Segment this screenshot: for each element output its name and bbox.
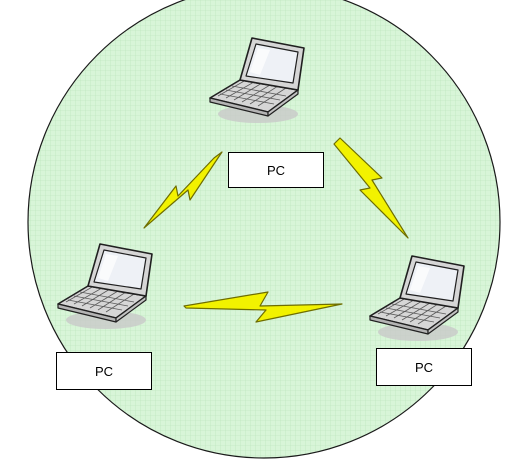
link-top-right-bolt-icon [333,137,409,239]
link-top-left-bolt-icon [143,151,223,229]
link-bottom-bolt-icon [183,291,343,323]
pc-label-right: PC [376,348,472,386]
network-zone-grid [27,0,501,459]
pc-label-top: PC [228,152,324,188]
pc-label-left: PC [56,352,152,390]
